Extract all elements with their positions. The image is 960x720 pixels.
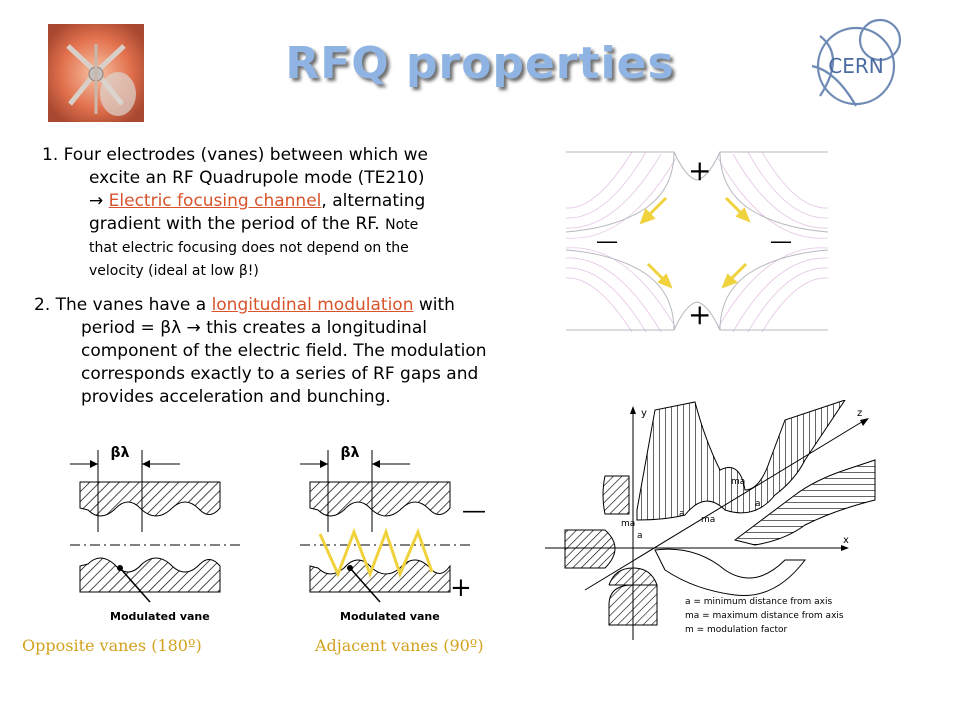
- plus-sign: +: [450, 573, 472, 603]
- item2-line1-tail: with: [413, 295, 455, 315]
- caption-adjacent-vanes: Adjacent vanes (90º): [315, 636, 484, 655]
- ma-label-mid: ma: [701, 515, 715, 525]
- item1-line2: excite an RF Quadrupole mode (TE210): [89, 168, 425, 188]
- a-label-left: a: [679, 509, 685, 519]
- item2-line3: component of the electric field. The mod…: [81, 341, 487, 361]
- item2-line4: corresponds exactly to a series of RF ga…: [81, 364, 479, 384]
- cern-logo-icon: CERN: [806, 16, 906, 114]
- caption-opposite-vanes: Opposite vanes (180º): [22, 636, 202, 655]
- note-c-post: !): [247, 263, 259, 279]
- legend-ma: ma = maximum distance from axis: [685, 611, 844, 621]
- beta-lambda-label: βλ: [341, 445, 360, 461]
- a-label-axis: a: [637, 531, 643, 541]
- item2-line2: period = βλ → this creates a longitudina…: [34, 317, 564, 340]
- item2-line5: provides acceleration and bunching.: [81, 387, 391, 407]
- minus-right: —: [770, 229, 792, 254]
- x-axis-label: x: [843, 535, 849, 546]
- plus-bottom: +: [688, 298, 711, 331]
- longitudinal-modulation-link[interactable]: longitudinal modulation: [211, 295, 414, 315]
- electric-focusing-link[interactable]: Electric focusing channel: [108, 191, 322, 211]
- bullet-item-2: 2. The vanes have a longitudinal modulat…: [34, 294, 564, 409]
- legend-m: m = modulation factor: [685, 625, 788, 635]
- beta-lambda-label: βλ: [111, 445, 130, 461]
- ma-label-top: ma: [731, 477, 745, 487]
- beta-lambda-symbol: βλ: [160, 318, 182, 338]
- note-c-pre: velocity (ideal at low: [89, 263, 239, 279]
- arrow-icon: →: [181, 318, 207, 338]
- modulated-vane-label: Modulated vane: [340, 610, 440, 623]
- beta-symbol: β: [238, 263, 248, 279]
- plus-top: +: [688, 154, 711, 187]
- opposite-vanes-diagram: βλ Modulated vane: [70, 442, 270, 636]
- item1-line4-text: gradient with the period of the RF.: [89, 214, 380, 234]
- adjacent-vanes-diagram: βλ Modulated vane — +: [300, 442, 500, 636]
- minus-sign: —: [462, 496, 486, 524]
- arrow-icon: →: [89, 191, 104, 211]
- item1-note-c: velocity (ideal at low β!): [42, 260, 492, 283]
- rfq-photo: [48, 24, 144, 122]
- cern-logo-text: CERN: [828, 54, 883, 78]
- period-label: period =: [81, 318, 161, 338]
- item2-line1: 2. The vanes have a longitudinal modulat…: [34, 295, 455, 315]
- modulated-vanes-3d-diagram: y x z ma ma ma a a a a = minimum distanc…: [545, 399, 890, 649]
- minus-left: —: [596, 229, 618, 254]
- bullet-item-1: 1. Four electrodes (vanes) between which…: [42, 144, 492, 283]
- item1-note-b: that electric focusing does not depend o…: [89, 240, 409, 256]
- item1-line4: gradient with the period of the RF. Note: [42, 213, 492, 237]
- item2-prefix: 2. The vanes have a: [34, 295, 212, 315]
- a-label-right: a: [755, 499, 761, 509]
- z-axis-label: z: [857, 408, 862, 419]
- item2-line2-tail: this creates a longitudinal: [206, 318, 427, 338]
- item1-line3-tail: , alternating: [321, 191, 426, 211]
- ma-label-left: ma: [621, 519, 635, 529]
- item1-line3: → Electric focusing channel, alternating: [42, 190, 492, 213]
- legend-a: a = minimum distance from axis: [685, 597, 832, 607]
- page-title: RFQ properties: [285, 38, 675, 89]
- y-axis-label: y: [641, 408, 647, 419]
- quadrupole-diagram: + + — —: [565, 148, 829, 338]
- item1-line1: 1. Four electrodes (vanes) between which…: [42, 145, 428, 165]
- note-label: Note: [385, 217, 419, 233]
- modulated-vane-label: Modulated vane: [110, 610, 210, 623]
